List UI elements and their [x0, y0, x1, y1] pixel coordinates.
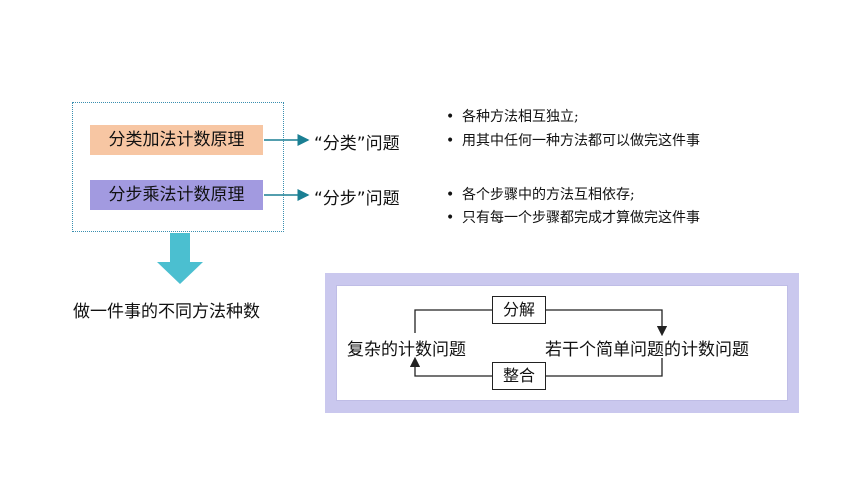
- bullet-dot: •: [446, 133, 455, 149]
- bullet-dot: •: [446, 187, 455, 203]
- result-label: 做一件事的不同方法种数: [73, 302, 260, 322]
- complex-problem-label: 复杂的计数问题: [347, 340, 466, 360]
- addition-principle-box: 分类加法计数原理: [90, 125, 263, 155]
- split-box: 分解: [492, 296, 546, 324]
- merge-box: 整合: [492, 362, 546, 390]
- classify-point-1: •各种方法相互独立;: [446, 109, 579, 125]
- classify-question-label: “分类”问题: [314, 134, 400, 154]
- step-point-2: •只有每一个步骤都完成才算做完这件事: [446, 210, 700, 226]
- merge-path: [546, 358, 663, 377]
- simple-problems-label: 若干个简单问题的计数问题: [545, 340, 749, 360]
- merge-path-left: [409, 356, 492, 377]
- step-question-label: “分步”问题: [314, 189, 400, 209]
- multiplication-principle-box: 分步乘法计数原理: [90, 180, 263, 210]
- cycle-inner-panel: [336, 285, 788, 401]
- split-path-right: [546, 309, 668, 337]
- classify-point-2: •用其中任何一种方法都可以做完这件事: [446, 133, 700, 149]
- split-path: [414, 309, 492, 333]
- big-down-arrow: [157, 233, 203, 284]
- bullet-dot: •: [446, 109, 455, 125]
- step-point-1: •各个步骤中的方法互相依存;: [446, 187, 635, 203]
- principles-group-border: [72, 102, 284, 232]
- bullet-dot: •: [446, 210, 455, 226]
